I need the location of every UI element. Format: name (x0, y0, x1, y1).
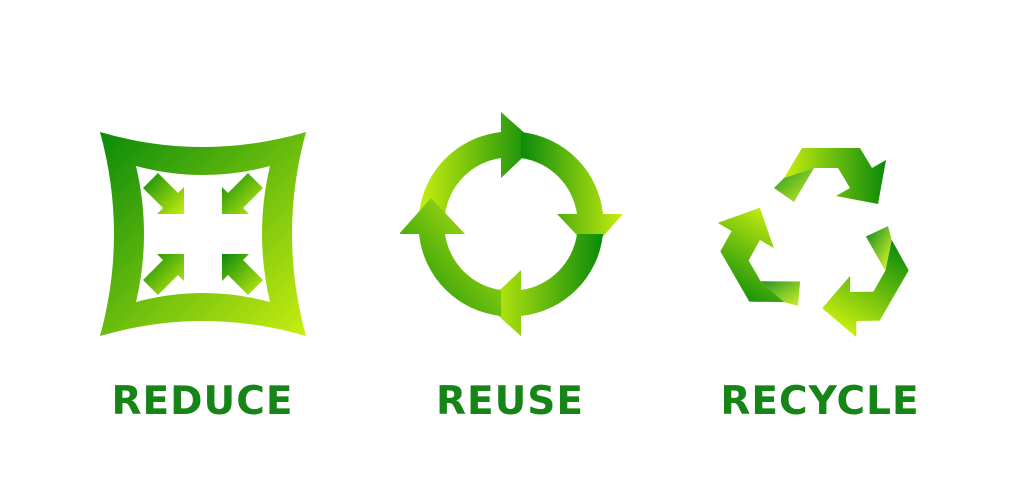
reuse-panel: REUSE (365, 0, 655, 503)
reuse-label: REUSE (435, 379, 585, 424)
recycle-label: RECYCLE (720, 379, 920, 424)
reduce-label: REDUCE (111, 379, 294, 424)
reduce-icon (100, 132, 306, 336)
reuse-cycle-icon (400, 112, 622, 336)
recycle-panel: RECYCLE (675, 0, 965, 503)
recycle-icon (717, 148, 909, 337)
reduce-panel: REDUCE (60, 0, 345, 503)
